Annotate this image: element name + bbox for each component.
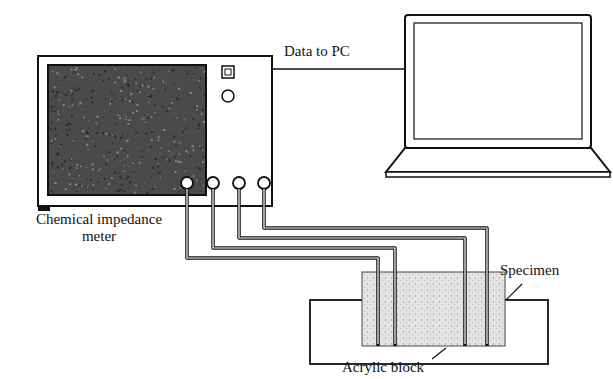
meter-button-inner <box>225 69 231 75</box>
lead-wires <box>187 189 487 346</box>
meter-screen <box>48 65 206 195</box>
laptop-screen <box>414 23 582 139</box>
meter-knob <box>222 90 234 102</box>
instrument-label: Chemical impedance meter <box>26 211 172 245</box>
part-label: Acrylic block <box>342 359 472 376</box>
laptop-lid <box>405 15 591 148</box>
meter-foot <box>38 206 50 211</box>
terminals <box>181 177 270 189</box>
leader-line <box>432 348 446 359</box>
laptop-edge <box>386 172 610 177</box>
lead-wire-cores <box>187 189 487 344</box>
part-label: Specimen <box>500 262 600 279</box>
meter-button <box>222 66 234 78</box>
data-cable <box>272 68 405 70</box>
meter-housing <box>38 56 272 206</box>
screen-texture <box>50 67 205 194</box>
laptop-base <box>386 148 610 172</box>
cable-label: Data to PC <box>284 43 404 60</box>
specimen <box>362 272 505 346</box>
leader-line <box>506 284 522 300</box>
